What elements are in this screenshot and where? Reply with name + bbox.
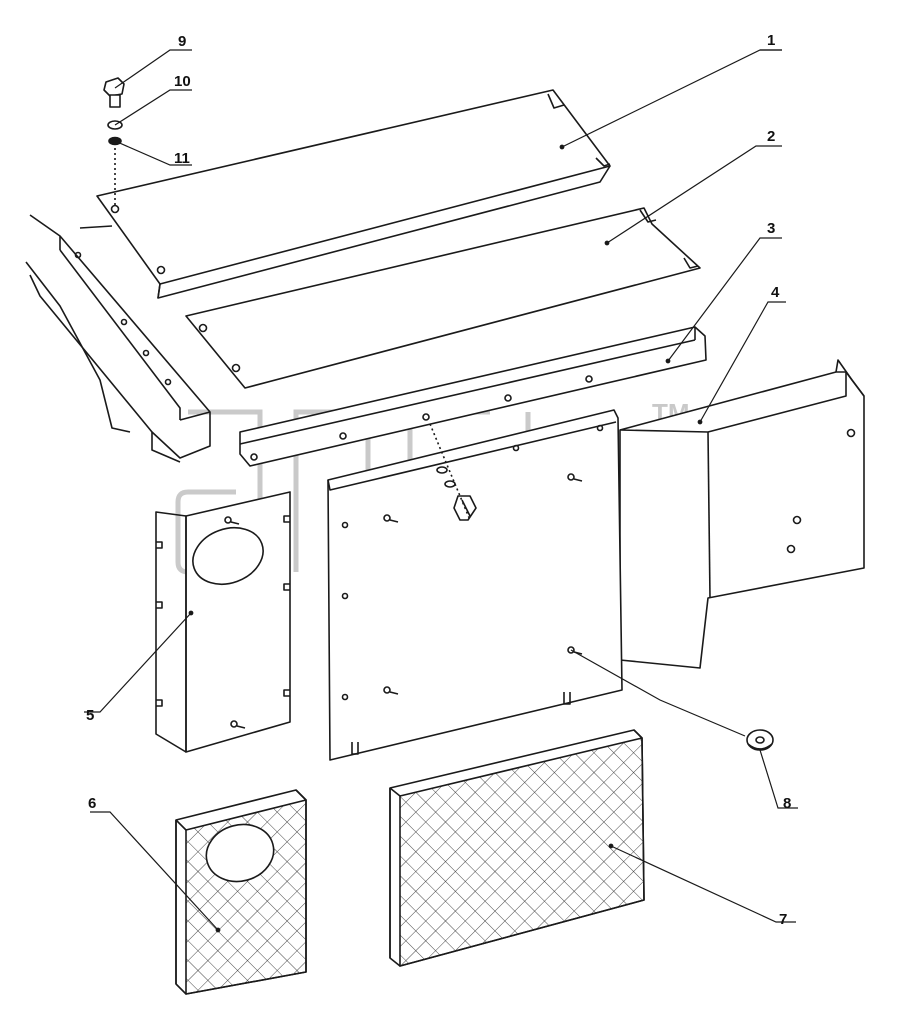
callout-6: 6	[88, 795, 96, 812]
callout-5: 5	[86, 707, 94, 724]
part-4-side-panel	[619, 359, 865, 669]
leader-lines	[84, 49, 798, 931]
callout-8: 8	[783, 795, 791, 812]
parts	[25, 77, 865, 995]
part-7-mesh-filter-large	[389, 729, 645, 967]
left-side-channel	[25, 214, 211, 463]
part-1-top-cover	[96, 89, 611, 299]
part-5-small-panel	[155, 491, 291, 753]
callout-3: 3	[767, 220, 775, 237]
callout-1: 1	[767, 32, 775, 49]
callout-7: 7	[779, 911, 787, 928]
part-3-angle-bar	[239, 326, 707, 467]
callout-2: 2	[767, 128, 775, 145]
callout-labels: 1 2 3 4 5 6 7 8 9 10 11	[86, 32, 791, 928]
parts-9-10-11-fastener-stack	[103, 77, 125, 205]
callout-11: 11	[174, 150, 190, 167]
part-2-plate	[185, 207, 701, 389]
main-back-panel	[327, 409, 623, 761]
part-6-mesh-filter-small	[175, 789, 307, 995]
callout-4: 4	[771, 284, 780, 301]
panel-bolt	[429, 423, 477, 521]
part-8-washer	[746, 729, 774, 751]
callout-10: 10	[174, 73, 191, 90]
callout-9: 9	[178, 33, 186, 50]
